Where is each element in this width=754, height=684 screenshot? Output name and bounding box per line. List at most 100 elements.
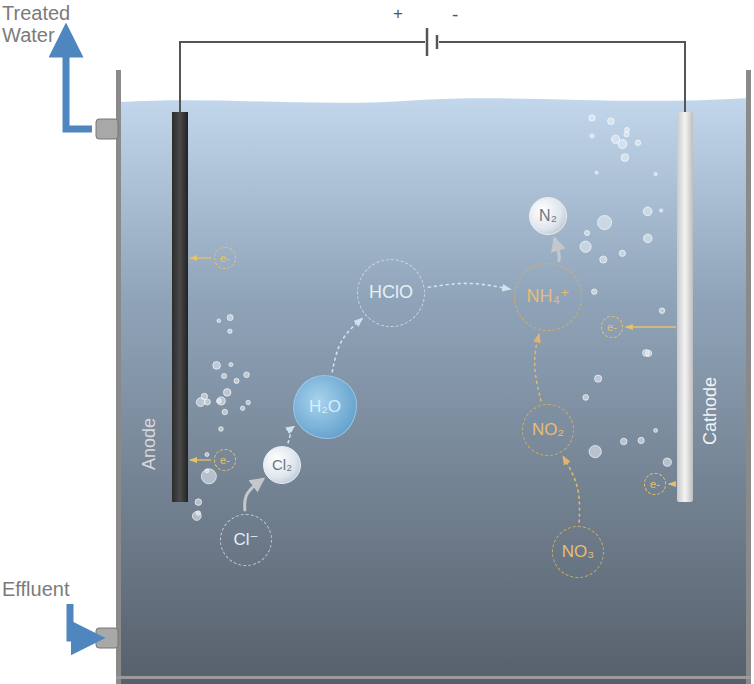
- battery-plate: [426, 28, 429, 56]
- bubble: [621, 154, 629, 162]
- bubble: [624, 132, 629, 137]
- electrode-label: Cathode: [701, 377, 721, 445]
- bubble: [638, 437, 644, 443]
- battery-plate: [436, 35, 439, 49]
- electron-arrows: [190, 258, 676, 484]
- bubble: [217, 397, 225, 405]
- bubble: [219, 427, 224, 432]
- bubble: [592, 289, 597, 294]
- bubble: [621, 438, 628, 445]
- species-label: NH₄⁺: [527, 287, 570, 307]
- bubble: [608, 118, 615, 125]
- bubble: [583, 395, 589, 401]
- species-label: NO₂: [532, 421, 564, 440]
- species-label: e-: [220, 252, 230, 264]
- bubble: [644, 234, 653, 243]
- bubble: [590, 134, 594, 138]
- bubble: [195, 499, 202, 506]
- bubble: [643, 350, 650, 357]
- reaction-arrow: [245, 479, 263, 510]
- bubble: [244, 372, 250, 378]
- electron-flow-arrow: [190, 459, 211, 460]
- species-label: N₂: [539, 207, 557, 225]
- product-bubble: N₂: [529, 197, 567, 235]
- water-body: [120, 98, 750, 684]
- species-label: H₂O: [309, 398, 341, 417]
- bubble: [205, 453, 209, 457]
- electron-circle: e-: [214, 247, 236, 269]
- species-label: e-: [650, 478, 660, 490]
- outflow-arrow: [66, 40, 92, 129]
- bubble: [611, 135, 619, 143]
- bubble: [589, 445, 601, 457]
- outlet-label: Treated Water: [2, 2, 102, 46]
- reaction-arrow: [288, 427, 294, 443]
- bubble: [201, 469, 216, 484]
- tank-floor: [116, 676, 751, 679]
- bubble: [595, 375, 602, 382]
- bubble: [222, 409, 227, 414]
- bubble: [227, 315, 233, 321]
- bubble: [216, 399, 221, 404]
- species-label: e-: [607, 321, 617, 333]
- electron-flow-arrow: [669, 483, 676, 484]
- bubble: [213, 362, 221, 370]
- bubble: [228, 329, 232, 333]
- electron-circle: e-: [214, 449, 236, 471]
- bubble: [598, 215, 612, 229]
- tank-wall: [116, 70, 121, 684]
- bubble: [201, 393, 207, 399]
- outlet-pipe: [96, 119, 118, 139]
- bubble: [659, 308, 665, 314]
- species-circle: NO₃: [552, 526, 604, 578]
- bubble: [192, 512, 201, 521]
- reaction-arrow: [332, 319, 362, 372]
- bubble: [589, 115, 595, 121]
- species-circle: NO₂: [522, 404, 574, 456]
- species-label: HClO: [369, 283, 413, 303]
- bubble: [234, 378, 239, 383]
- bubble: [222, 373, 227, 378]
- reaction-arrow: [563, 457, 579, 522]
- reaction-arrow: [555, 239, 559, 261]
- reaction-arrow: [429, 283, 510, 289]
- reaction-arrow: [535, 335, 541, 401]
- bubble: [625, 127, 630, 132]
- species-label: Cl₂: [272, 457, 292, 474]
- gas-bubbles: [192, 115, 671, 521]
- electrode-label: Anode: [140, 418, 160, 470]
- bubble: [619, 250, 625, 256]
- bubble: [654, 428, 658, 432]
- bubble: [240, 406, 244, 410]
- bubble: [217, 319, 221, 323]
- water-droplet: H₂O: [293, 375, 357, 439]
- wire: [439, 42, 685, 112]
- bubble: [223, 389, 231, 397]
- electron-circle: e-: [601, 316, 623, 338]
- wire: [180, 42, 425, 112]
- inflow-arrow: [70, 604, 88, 638]
- electron-flow-arrow: [190, 257, 211, 258]
- electron-circle: e-: [644, 473, 666, 495]
- bubble: [196, 511, 200, 515]
- bubble: [643, 207, 652, 216]
- inlet-label: Effluent: [2, 578, 69, 600]
- tank-wall: [746, 70, 751, 684]
- cathode-rod: [677, 112, 693, 502]
- species-circle: Cl⁻: [220, 514, 272, 566]
- bubble: [595, 171, 598, 174]
- bubble: [229, 363, 233, 367]
- bubble: [654, 172, 657, 175]
- bubble: [635, 140, 640, 145]
- polarity-sign: -: [452, 5, 458, 26]
- polarity-sign: +: [393, 5, 403, 24]
- bubble: [584, 230, 589, 235]
- bubble: [246, 400, 250, 404]
- species-circle: HClO: [357, 259, 425, 327]
- species-label: Cl⁻: [233, 531, 258, 550]
- species-circle: NH₄⁺: [514, 263, 582, 331]
- bubble: [600, 256, 607, 263]
